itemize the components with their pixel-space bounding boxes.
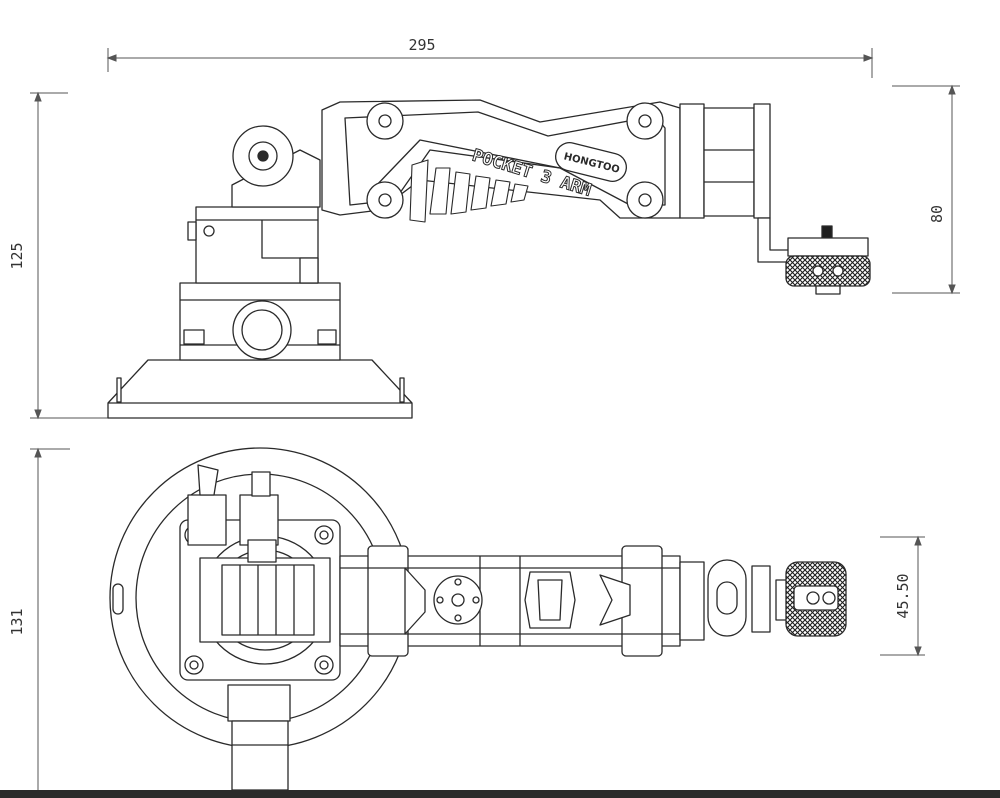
brand-badge xyxy=(555,142,627,182)
dimension-lines xyxy=(30,48,960,790)
knurled-knob-side xyxy=(785,255,871,287)
top-view xyxy=(109,447,847,791)
suction-cup-side xyxy=(107,359,413,419)
dimension-125: 125 xyxy=(8,242,26,269)
arm-end-block xyxy=(679,103,705,219)
dimension-295: 295 xyxy=(408,36,435,54)
dimension-45-50: 45.50 xyxy=(894,573,912,618)
spring-bellows xyxy=(409,159,529,223)
base-handle xyxy=(227,684,291,722)
dimension-131: 131 xyxy=(8,608,26,635)
lock-lever-right xyxy=(239,494,279,546)
dimension-80: 80 xyxy=(928,205,946,223)
lock-lever-left xyxy=(187,494,227,546)
side-view xyxy=(107,99,871,419)
bottom-bar xyxy=(0,790,1000,798)
arm-upper-side xyxy=(321,99,681,219)
